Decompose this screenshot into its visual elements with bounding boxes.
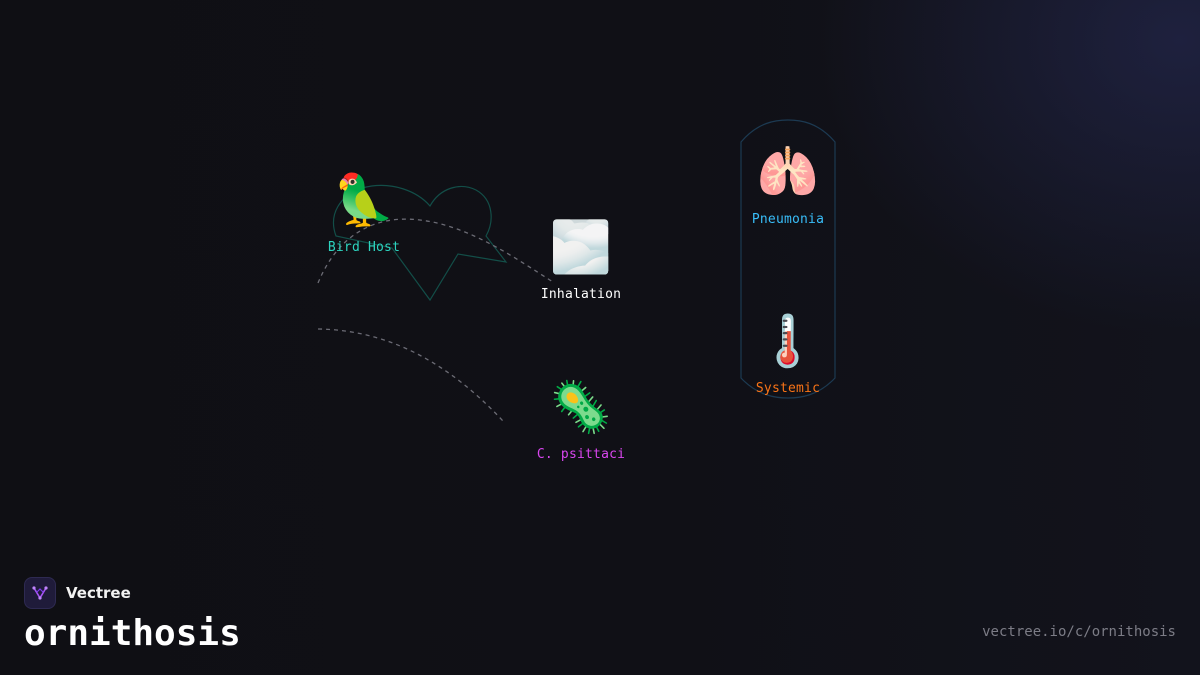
connector-bird-to-psittaci	[317, 328, 504, 422]
node-label-bird-host: Bird Host	[327, 240, 401, 255]
node-label-inhalation: Inhalation	[540, 287, 622, 302]
node-systemic[interactable]: 🌡️ Systemic	[756, 313, 820, 396]
page-title: ornithosis	[24, 613, 241, 654]
thermometer-icon: 🌡️	[756, 312, 820, 370]
outcomes-capsule	[740, 119, 836, 399]
fog-icon: 🌫️	[549, 218, 613, 276]
node-label-systemic: Systemic	[755, 381, 821, 396]
node-inhalation[interactable]: 🌫️ Inhalation	[541, 219, 621, 302]
lungs-icon: 🫁	[756, 143, 820, 201]
brand[interactable]: Vectree	[24, 577, 131, 609]
bird-silhouette-outline	[332, 184, 508, 302]
node-pneumonia[interactable]: 🫁 Pneumonia	[752, 144, 824, 227]
brand-name: Vectree	[66, 584, 131, 602]
node-c-psittaci[interactable]: 🦠 C. psittaci	[537, 379, 625, 462]
vectree-logo-icon	[24, 577, 56, 609]
connector-bird-to-inhalation	[317, 218, 554, 284]
microbe-icon: 🦠	[549, 378, 613, 436]
node-bird-host[interactable]: 🦜 Bird Host	[328, 172, 400, 255]
page-url[interactable]: vectree.io/c/ornithosis	[982, 624, 1176, 640]
node-label-c-psittaci: C. psittaci	[536, 447, 626, 462]
node-label-pneumonia: Pneumonia	[751, 212, 825, 227]
parrot-icon: 🦜	[332, 171, 396, 229]
